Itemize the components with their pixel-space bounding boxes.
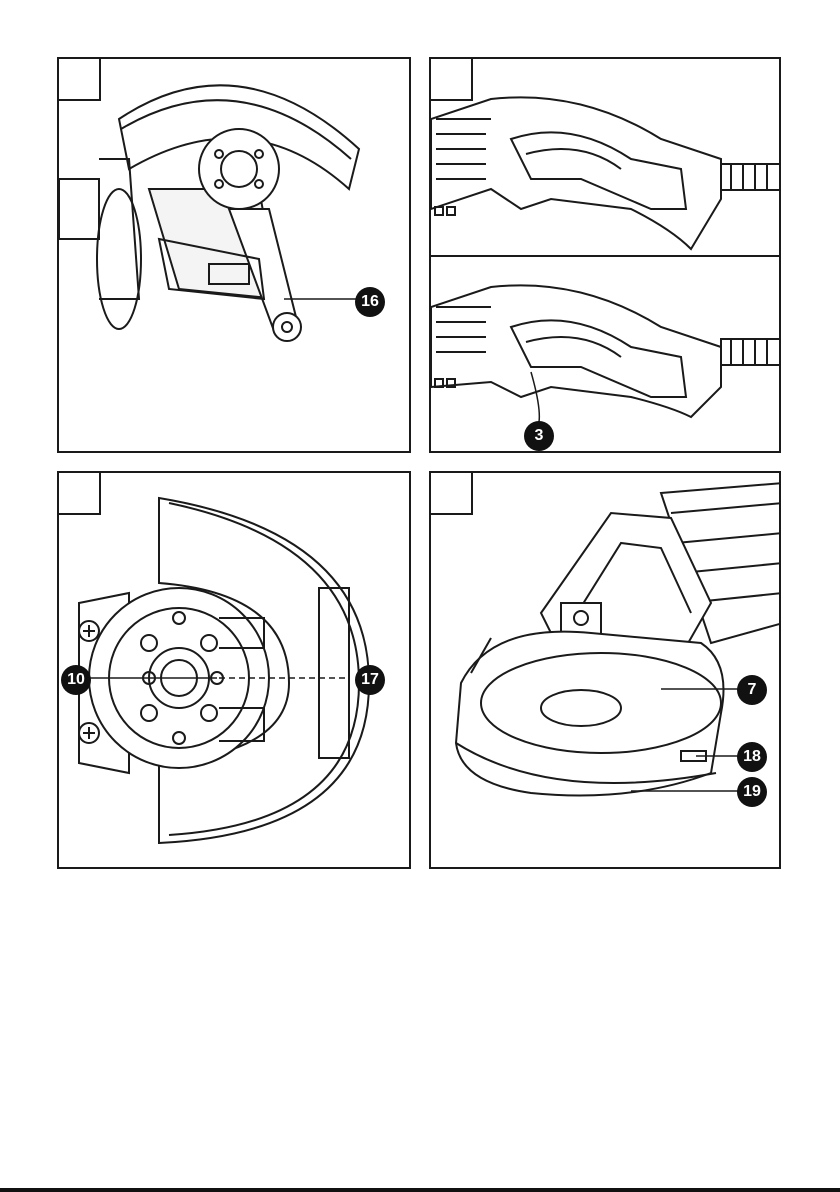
callout-19: 19: [737, 777, 767, 807]
figure-number-box-1: [57, 57, 101, 101]
figure-panel-handle-a: [429, 57, 781, 257]
callout-18: 18: [737, 742, 767, 772]
page-bottom-rule: [0, 1188, 840, 1192]
figure-number-box-2: [429, 57, 473, 101]
spanner-illustration: [59, 59, 411, 453]
callout-7: 7: [737, 675, 767, 705]
callout-3: 3: [524, 421, 554, 451]
figure-panel-handle-b: 3: [429, 255, 781, 453]
figure-number-box-4: [429, 471, 473, 515]
callout-16: 16: [355, 287, 385, 317]
callout-17: 17: [355, 665, 385, 695]
figure-number-box-3: [57, 471, 101, 515]
handle-illustration-a: [431, 59, 781, 257]
handle-illustration-b: [431, 257, 781, 453]
guard-illustration: [431, 473, 781, 869]
callout-10: 10: [61, 665, 91, 695]
figure-panel-spanner: 16: [57, 57, 411, 453]
figure-panel-flange: 10 17: [57, 471, 411, 869]
figure-panel-guard: 7 18 19: [429, 471, 781, 869]
